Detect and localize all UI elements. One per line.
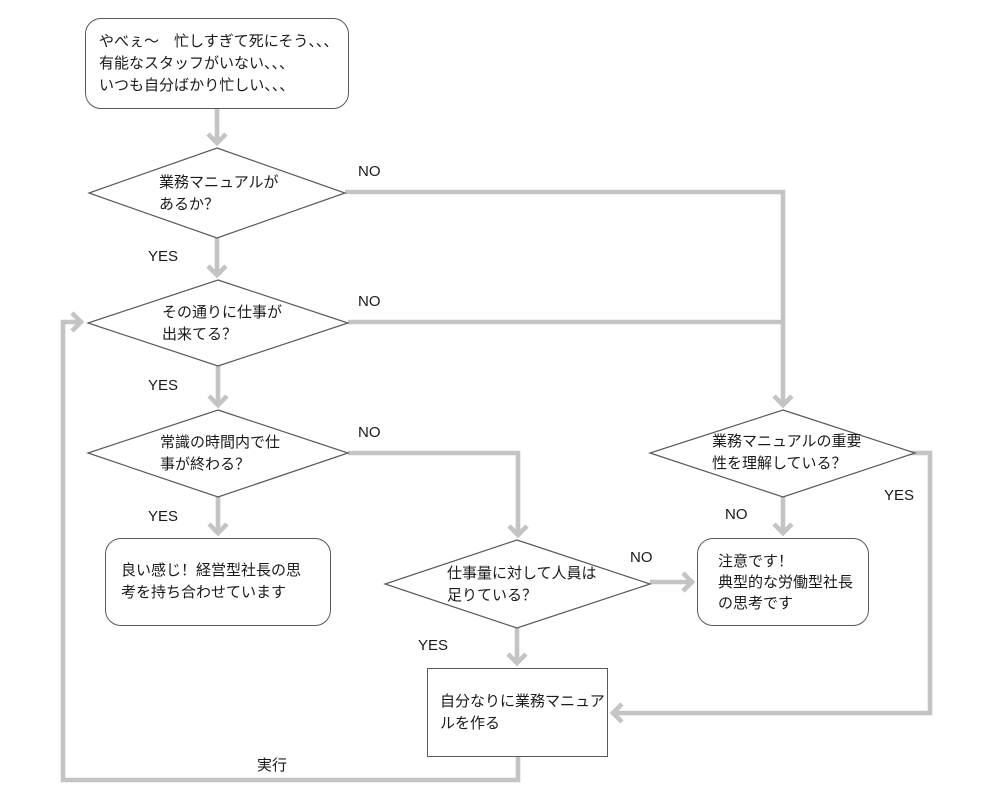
decision-enough-staff-shape — [383, 539, 652, 629]
node-good-result: 良い感じ！経営型社長の思 考を持ち合わせています — [105, 538, 331, 626]
decision-finish-in-time-shape — [86, 409, 350, 498]
node-warning-result-line: 典型的な労働型社長 — [718, 573, 854, 591]
decision-work-as-manual-shape — [86, 279, 350, 367]
node-warning-result: 注意です！ 典型的な労働型社長 の思考です — [697, 538, 869, 626]
node-warning-result-line: 注意です！ — [718, 552, 794, 570]
node-start: やべぇ〜 忙しすぎて死にそう、、、 有能なスタッフがいない、、、 いつも自分ばか… — [85, 18, 349, 109]
label-enough-staff-no: NO — [630, 549, 653, 566]
node-warning-result-line: の思考です — [718, 594, 794, 612]
node-good-result-line: 良い感じ！経営型社長の思 — [121, 562, 302, 579]
node-make-manual: 自分なりに業務マニュア ルを作る — [427, 668, 608, 757]
decision-line: 業務マニュアルの重要 — [712, 433, 862, 450]
decision-understand-importance-shape — [648, 409, 917, 498]
node-decision-understand-importance: 業務マニュアルの重要 性を理解している？ — [712, 431, 862, 475]
label-enough-staff-yes: YES — [418, 637, 449, 654]
label-has-manual-yes: YES — [148, 248, 179, 265]
node-decision-has-manual: 業務マニュアルが あるか？ — [159, 172, 279, 216]
node-decision-enough-staff: 仕事量に対して人員は 足りている？ — [447, 563, 597, 607]
node-make-manual-line: ルを作る — [440, 714, 501, 732]
label-has-manual-no: NO — [358, 163, 381, 180]
label-execute: 実行 — [257, 757, 288, 774]
decision-line: 性を理解している？ — [712, 455, 847, 472]
node-decision-work-as-manual: その通りに仕事が 出来てる？ — [162, 302, 282, 346]
label-understand-importance-no: NO — [725, 506, 748, 523]
node-decision-finish-in-time: 常識の時間内で仕 事が終わる？ — [160, 432, 280, 476]
edge-finish-in-time-no — [348, 450, 529, 539]
decision-line: 足りている？ — [447, 587, 538, 604]
decision-line: 常識の時間内で仕 — [160, 434, 281, 451]
decision-has-manual-shape — [87, 147, 347, 239]
node-good-result-line: 考を持ち合わせています — [121, 584, 287, 601]
decision-line: 出来てる？ — [162, 326, 238, 343]
label-work-as-manual-no: NO — [358, 293, 381, 310]
node-start-line: 有能なスタッフがいない、、、 — [99, 54, 295, 72]
node-start-line: やべぇ〜 忙しすぎて死にそう、、、 — [99, 32, 339, 50]
label-finish-in-time-yes: YES — [148, 508, 179, 525]
node-start-line: いつも自分ばかり忙しい、、、 — [99, 76, 295, 94]
edge-has-manual-no — [345, 189, 794, 409]
label-finish-in-time-no: NO — [358, 424, 381, 441]
edge-understand-importance-yes — [609, 450, 933, 724]
label-understand-importance-yes: YES — [884, 487, 915, 504]
decision-line: 事が終わる？ — [160, 456, 251, 473]
decision-line: 業務マニュアルが — [159, 174, 279, 191]
label-work-as-manual-yes: YES — [148, 377, 179, 394]
decision-line: 仕事量に対して人員は — [447, 565, 597, 582]
node-make-manual-line: 自分なりに業務マニュア — [440, 692, 605, 710]
decision-line: その通りに仕事が — [162, 304, 283, 321]
edge-execute-loop — [60, 311, 521, 783]
decision-line: あるか？ — [159, 196, 220, 213]
